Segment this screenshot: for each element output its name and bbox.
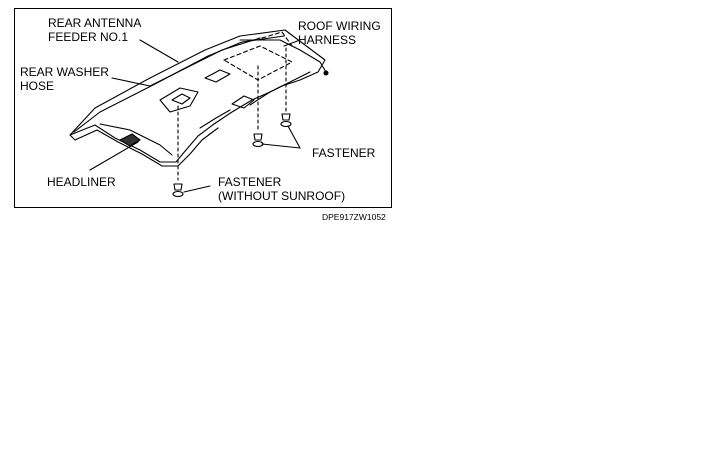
harness-connector [323, 70, 329, 76]
label-headliner: HEADLINER [47, 175, 116, 189]
center-dome-outline [159, 87, 199, 113]
leader-washer [111, 77, 151, 87]
roof-wiring-harness [239, 39, 327, 73]
rear-lamp-cutout [119, 133, 141, 147]
sunroof-rear-dashed [261, 31, 293, 47]
headliner-panel [69, 29, 326, 163]
fastener-mid [252, 133, 264, 148]
front-cutout [204, 69, 231, 83]
headliner-edge [69, 127, 219, 167]
fastener-center [172, 183, 184, 198]
sunroof-area-dashed [223, 45, 293, 81]
figure-code: DPE917ZW1052 [322, 212, 386, 222]
center-dome-inner [171, 93, 191, 105]
visor-cutout-right [231, 95, 255, 109]
label-fastener-without-sunroof: FASTENER (WITHOUT SUNROOF) [218, 175, 346, 203]
harness-branch [249, 71, 311, 106]
leader-fastener-mid [261, 143, 301, 149]
side-rail-detail [199, 109, 231, 129]
label-rear-antenna-feeder: REAR ANTENNA FEEDER NO.1 [48, 16, 142, 44]
label-rear-washer-hose: REAR WASHER HOSE [20, 65, 109, 93]
rear-antenna-feeder [149, 37, 261, 87]
fastener-right [280, 113, 292, 128]
label-roof-wiring-harness: ROOF WIRING HARNESS [298, 19, 381, 47]
leader-antenna [139, 39, 179, 63]
label-fastener: FASTENER [312, 146, 376, 160]
leader-headliner [89, 141, 139, 171]
rear-rail-detail [99, 123, 173, 156]
leader-fastener-right [287, 125, 301, 149]
leader-fastener-center [183, 185, 211, 193]
leader-harness [283, 39, 301, 47]
